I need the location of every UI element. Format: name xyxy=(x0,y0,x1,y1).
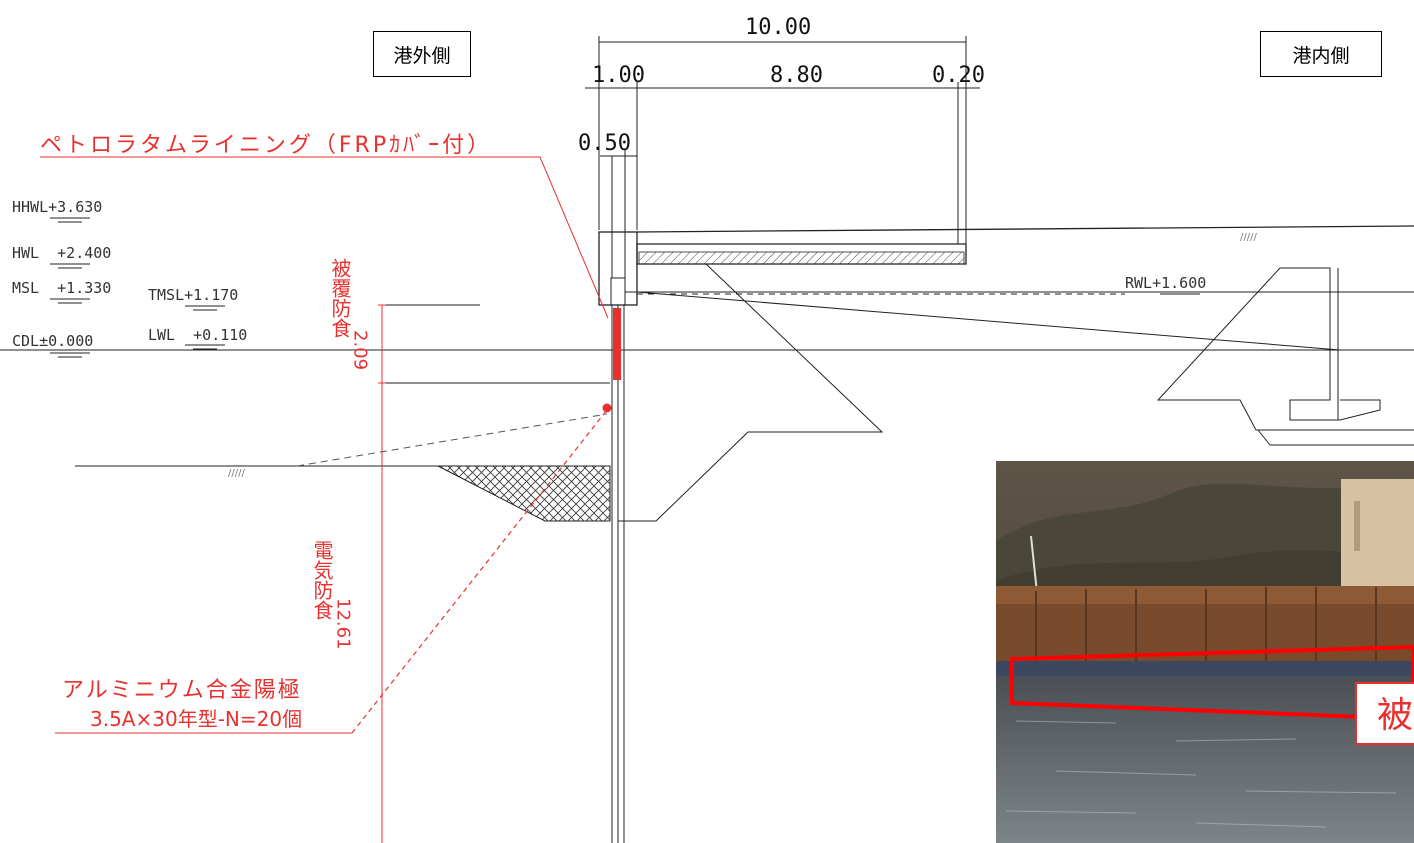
anode-label-line1: アルミニウム合金陽極 xyxy=(62,678,302,703)
photo-tag: 被 xyxy=(1355,682,1414,745)
dimension-lines xyxy=(585,36,980,280)
coating-title: 被覆防食 xyxy=(328,258,352,338)
inner-side-label: 港内側 xyxy=(1260,31,1382,77)
level-lines xyxy=(0,291,1414,384)
pier-structure xyxy=(598,225,1414,306)
lining-label: ペトロラタムライニング（FRPｶﾊﾞｰ付） xyxy=(40,133,492,158)
sheet-pile-wall xyxy=(611,305,625,843)
svg-text://///: ///// xyxy=(228,468,245,479)
level-msl: MSL +1.330 xyxy=(12,279,111,297)
dim-left-width: 1.00 xyxy=(592,63,645,88)
level-lwl: LWL +0.110 xyxy=(148,326,247,344)
site-photo xyxy=(996,461,1414,843)
level-rwl: RWL+1.600 xyxy=(1125,274,1206,292)
level-cdl: CDL±0.000 xyxy=(12,332,93,350)
level-hhwl: HHWL+3.630 xyxy=(12,198,102,216)
svg-text://///: ///// xyxy=(1240,232,1257,243)
electric-title: 電気防食 xyxy=(310,540,334,620)
outer-side-label: 港外側 xyxy=(373,31,471,77)
dim-middle-width: 8.80 xyxy=(770,63,823,88)
level-tmsl: TMSL+1.170 xyxy=(148,286,238,304)
level-markers xyxy=(50,217,1200,358)
level-hwl: HWL +2.400 xyxy=(12,244,111,262)
dim-right-width: 0.20 xyxy=(932,63,985,88)
coating-value: 2.09 xyxy=(350,330,371,370)
dim-total-width: 10.00 xyxy=(745,15,811,40)
dim-wall-width: 0.50 xyxy=(578,131,631,156)
electric-value: 12.61 xyxy=(333,598,354,650)
coating-extent xyxy=(40,156,621,843)
anode-label-line2: 3.5A×30年型-N=20個 xyxy=(90,707,302,731)
seabed: ///// xyxy=(75,413,611,522)
anchor-slope: ///// xyxy=(618,232,1414,522)
